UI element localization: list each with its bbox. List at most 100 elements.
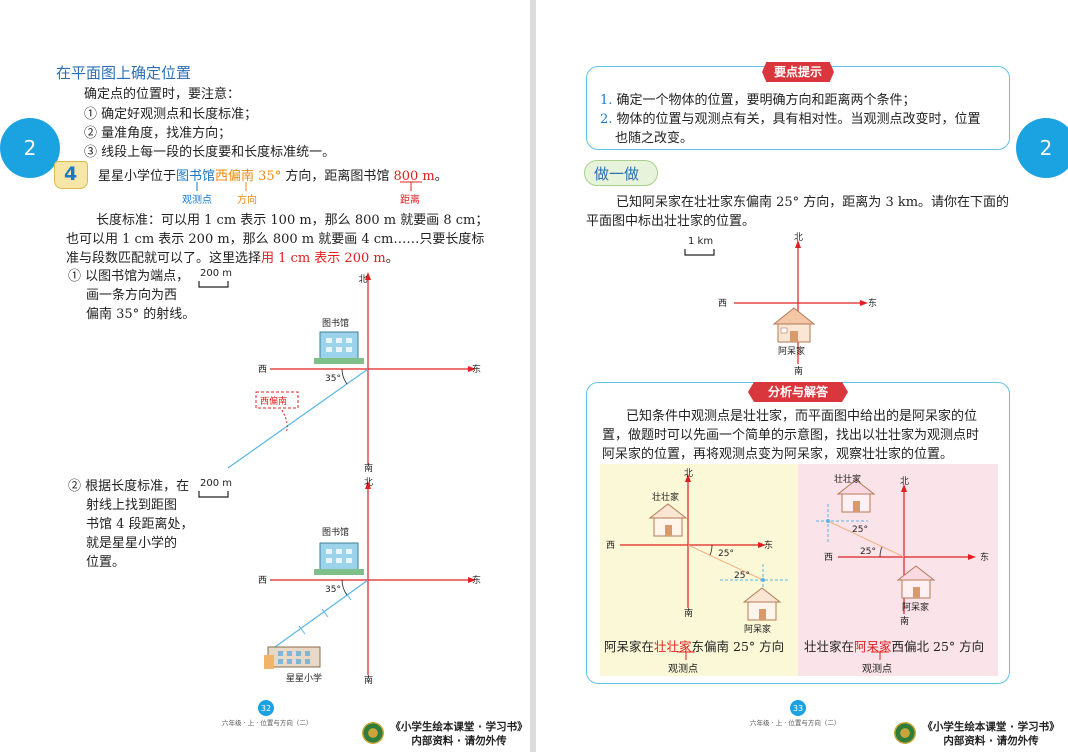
step1-line-3: 偏南 35° 的射线。: [86, 307, 196, 322]
analysis-title: 分析与解答: [748, 382, 848, 402]
tips-title: 要点提示: [762, 62, 834, 82]
step2-line-2: 射线上找到距图: [86, 498, 178, 513]
example-place: 图书馆: [176, 169, 216, 184]
step1-line-2: 画一条方向为西: [86, 288, 178, 303]
scale-line-3: 准与段数匹配就可以了。这里选择用 1 cm 表示 200 m。: [66, 248, 399, 269]
running-footer-right: 六年级 · 上 · 位置与方向（二）: [750, 719, 841, 727]
rp-angle-2: 25°: [860, 547, 876, 557]
step1-line-1: ① 以图书馆为端点，: [68, 269, 190, 284]
right-panel-note: 观测点: [862, 664, 892, 675]
pd-west: 西: [718, 298, 727, 309]
practice-scale-bar: [684, 249, 715, 256]
lp-west: 西: [606, 540, 615, 551]
left-panel-bottom-house-icon: [742, 587, 782, 621]
analysis-left-panel: [600, 464, 798, 676]
d1-west: 西: [258, 364, 267, 375]
library-icon-2: [314, 542, 364, 575]
label-ticks: [196, 181, 422, 191]
rp-east: 东: [980, 551, 989, 563]
brand-right: 《小学生绘本课堂 · 学习书》 内部资料 · 请勿外传: [920, 720, 1062, 748]
left-panel-top-house-icon: [648, 503, 688, 537]
practice-line-1: 已知阿呆家在壮壮家东偏南 25° 方向，距离为 3 km。请你在下面的: [616, 195, 1010, 210]
lp-angle-2: 25°: [734, 571, 750, 581]
practice-diagram: 北 南 西 东 阿呆家: [718, 232, 877, 376]
analysis-left-diagram: 北 南 西 东 壮壮家 阿呆家 25° 25°: [606, 468, 790, 635]
scale-label-1: 200 m: [200, 268, 233, 279]
d1-library-label: 图书馆: [322, 317, 349, 329]
d2-library-label: 图书馆: [322, 526, 349, 538]
d1-north: 北: [358, 274, 367, 285]
step2-line-3: 书馆 4 段距离处，: [86, 517, 194, 532]
rp-south: 南: [900, 615, 909, 627]
d1-east: 东: [472, 363, 481, 375]
example-number: 4: [64, 163, 78, 185]
section-title: 在平面图上确定位置: [56, 64, 192, 82]
scale-bar-2: [198, 491, 229, 498]
analysis-line-3: 阿呆家的位置，再将观测点变为阿呆家，观察壮壮家的位置。: [602, 447, 954, 462]
brand-left-line2: 内部资料 · 请勿外传: [411, 735, 507, 747]
analysis-line-2: 置，做题时可以先画一个简单的示意图，找出以壮壮家为观测点时: [602, 428, 980, 443]
step2-line-5: 位置。: [86, 555, 126, 570]
practice-badge: [584, 160, 658, 186]
right-panel-caption: 壮壮家在阿呆家西偏北 25° 方向: [804, 639, 985, 654]
analysis-right-diagram: 北 南 西 东 壮壮家 阿呆家 25° 25°: [816, 473, 989, 627]
example-pre: 星星小学位于: [98, 169, 177, 184]
d2-ray: [274, 579, 369, 648]
d2-east: 东: [472, 574, 481, 586]
example-text: 星星小学位于图书馆西偏南 35° 方向，距离图书馆 800 m。: [98, 166, 448, 187]
step2-line-1: ② 根据长度标准，在: [68, 479, 190, 494]
label-distance: 距离: [400, 195, 420, 206]
rp-angle-1: 25°: [852, 525, 868, 535]
diagram-2: 北 南 西 东 图书馆 35° 星星小学: [258, 477, 481, 686]
tip-2: 2. 物体的位置与观测点有关，具有相对性。当观测点改变时，位置: [600, 112, 981, 127]
rp-north: 北: [900, 476, 909, 487]
practice-line-2: 平面图中标出壮壮家的位置。: [586, 214, 756, 229]
chapter-number-badge: 2: [0, 118, 60, 178]
lp-east: 东: [764, 539, 773, 551]
brand-left: 《小学生绘本课堂 · 学习书》 内部资料 · 请勿外传: [388, 720, 530, 748]
d1-angle: 35°: [325, 374, 341, 384]
example-distance: 800 m: [393, 169, 435, 184]
practice-house-icon: [772, 307, 816, 343]
left-panel-note-tick: [677, 651, 695, 660]
scale-line-3-pre: 准与段数匹配就可以了。这里选择: [66, 251, 262, 266]
brand-right-line1: 《小学生绘本课堂 · 学习书》: [922, 721, 1060, 733]
lp-south: 南: [684, 607, 693, 619]
lp-north: 北: [684, 468, 693, 479]
example-end: 。: [434, 169, 448, 184]
analysis-right-panel: [798, 464, 998, 676]
right-page: 2 要点提示 1. 确定一个物体的位置，要明确方向和距离两个条件； 2. 物体的…: [536, 0, 1068, 752]
rp-house-top: 壮壮家: [834, 473, 861, 485]
scale-label-2: 200 m: [200, 478, 233, 489]
scale-line-2: 也可以用 1 cm 表示 200 m，那么 800 m 就要画 4 cm……只要…: [66, 232, 485, 247]
book-icon: [54, 161, 88, 189]
brand-right-line2: 内部资料 · 请勿外传: [943, 735, 1039, 747]
rp-west: 西: [824, 552, 833, 563]
step2-line-4: 就是星星小学的: [86, 536, 178, 551]
right-panel-top-house-icon: [836, 479, 876, 513]
d1-tag: 西偏南: [260, 395, 287, 407]
library-icon-1: [314, 331, 364, 364]
scale-line-3-red: 用 1 cm 表示 200 m: [261, 251, 386, 266]
tip-1: 1. 确定一个物体的位置，要明确方向和距离两个条件；: [600, 93, 916, 108]
scale-bar-1: [198, 281, 229, 288]
diagram-1: 北 南 西 东 图书馆 35° 西偏南: [227, 272, 481, 474]
pd-house-label: 阿呆家: [778, 345, 805, 357]
pd-east: 东: [868, 297, 877, 309]
pd-north: 北: [794, 232, 803, 243]
d2-north: 北: [364, 477, 373, 488]
example-direction: 西偏南 35°: [215, 169, 282, 184]
page-number-right: 33: [790, 700, 806, 716]
d2-school-label: 星星小学: [286, 672, 322, 684]
practice-scale-label: 1 km: [688, 236, 714, 247]
right-panel-note-tick: [871, 651, 889, 660]
rp-house-bottom: 阿呆家: [902, 601, 929, 613]
practice-title: 做一做: [594, 165, 640, 183]
d1-ray: [227, 368, 369, 469]
rule-1: ① 确定好观测点和长度标准；: [84, 107, 258, 122]
rule-2: ② 量准角度，找准方向；: [84, 126, 232, 141]
scale-line-3-end: 。: [385, 251, 399, 266]
label-direction: 方向: [237, 195, 257, 206]
intro-text: 确定点的位置时，要注意：: [84, 87, 241, 102]
label-observation: 观测点: [182, 195, 212, 206]
